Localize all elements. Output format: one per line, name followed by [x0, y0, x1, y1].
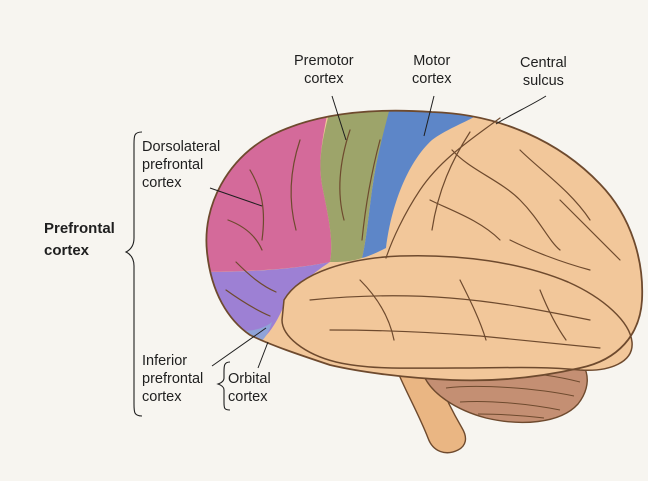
- leader-motor: [423, 95, 435, 137]
- leader-lines: [209, 95, 547, 369]
- motor-region: [362, 110, 500, 258]
- leader-dorsolateral: [209, 187, 263, 207]
- leader-central: [495, 95, 547, 125]
- orbital-bracket: [216, 361, 231, 411]
- leader-inferior: [211, 327, 267, 367]
- premotor-region: [300, 110, 400, 262]
- leader-orbital: [257, 341, 269, 369]
- brain-outline: [205, 109, 644, 382]
- prefrontal-bracket: [124, 131, 143, 417]
- sulci-lines: [225, 117, 621, 349]
- temporal-lobe: [281, 254, 633, 371]
- leader-premotor: [331, 95, 347, 141]
